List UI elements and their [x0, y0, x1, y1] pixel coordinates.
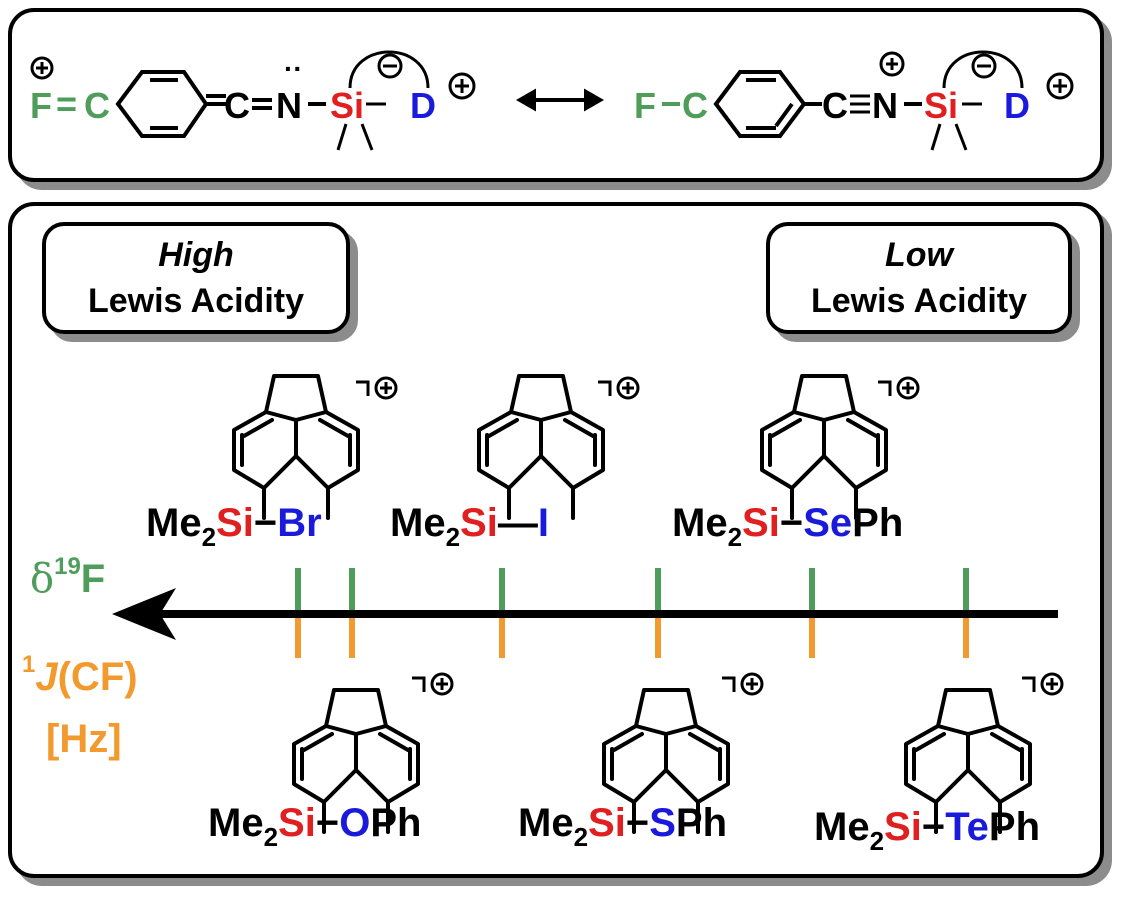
- minus-charge-icon: [971, 53, 997, 79]
- shift-axis-label: δ19F: [30, 553, 105, 602]
- svg-text:Me2Si−OPh: Me2Si−OPh: [208, 801, 421, 852]
- svg-text:Me2Si—I: Me2Si—I: [390, 501, 549, 552]
- nitrogen-label: N: [276, 85, 302, 126]
- svg-text:Me2Si−Br: Me2Si−Br: [146, 501, 322, 552]
- carbon-label: C: [682, 85, 708, 126]
- high-acidity-word: High: [158, 236, 234, 274]
- carbon-label: C: [84, 85, 110, 126]
- donor-label: D: [410, 85, 436, 126]
- fluorine-label: F: [634, 85, 656, 126]
- plus-charge-icon: [1046, 72, 1074, 100]
- quinoid-ring: [115, 70, 226, 138]
- svg-text:Me2Si−SPh: Me2Si−SPh: [518, 801, 727, 852]
- compound-oph: Me2Si−OPh: [208, 672, 454, 852]
- svg-text:Me2Si−TePh: Me2Si−TePh: [814, 805, 1040, 856]
- svg-text:Me2Si−SePh: Me2Si−SePh: [672, 501, 903, 552]
- donor-label: D: [1004, 85, 1030, 126]
- high-acidity-text: Lewis Acidity: [88, 282, 304, 320]
- benzene-ring: [713, 70, 822, 138]
- shift-ticks: [295, 568, 969, 610]
- low-acidity-text: Lewis Acidity: [811, 282, 1027, 320]
- low-acidity-word: Low: [885, 236, 956, 274]
- carbon-2-label: C: [224, 85, 250, 126]
- silicon-label: Si: [924, 85, 958, 126]
- low-acidity-box: [766, 222, 1072, 334]
- silicon-label: Si: [330, 85, 364, 126]
- coupling-unit-label: [Hz]: [46, 717, 122, 761]
- compound-seph: Me2Si−SePh: [672, 374, 920, 552]
- scale-panel: [8, 202, 1104, 878]
- double-bond-label: =: [56, 83, 77, 124]
- resonance-arrow: [515, 88, 605, 112]
- compound-teph: Me2Si−TePh: [814, 672, 1064, 856]
- resonance-panel: [8, 8, 1104, 182]
- carbon-2-label: C: [822, 85, 848, 126]
- nitrogen-label: N: [872, 85, 898, 126]
- fluorine-label: F: [30, 85, 52, 126]
- compound-sph: Me2Si−SPh: [518, 672, 764, 852]
- compound-i: Me2Si—I: [390, 374, 640, 552]
- coupling-ticks: [295, 618, 969, 658]
- high-acidity-box: [42, 222, 350, 334]
- compound-br: Me2Si−Br: [146, 374, 398, 552]
- resonance-left: F = C C N ·· Si D: [30, 50, 476, 151]
- plus-charge-icon: [448, 72, 476, 100]
- coupling-axis-label: 1J(CF): [22, 651, 138, 699]
- plus-charge-icon: [30, 56, 54, 80]
- resonance-right: F C C N Si D: [634, 50, 1074, 151]
- minus-charge-icon: [377, 53, 403, 79]
- scale-arrow: [112, 588, 1058, 640]
- plus-charge-icon: [879, 51, 905, 77]
- lone-pair: ··: [284, 53, 303, 84]
